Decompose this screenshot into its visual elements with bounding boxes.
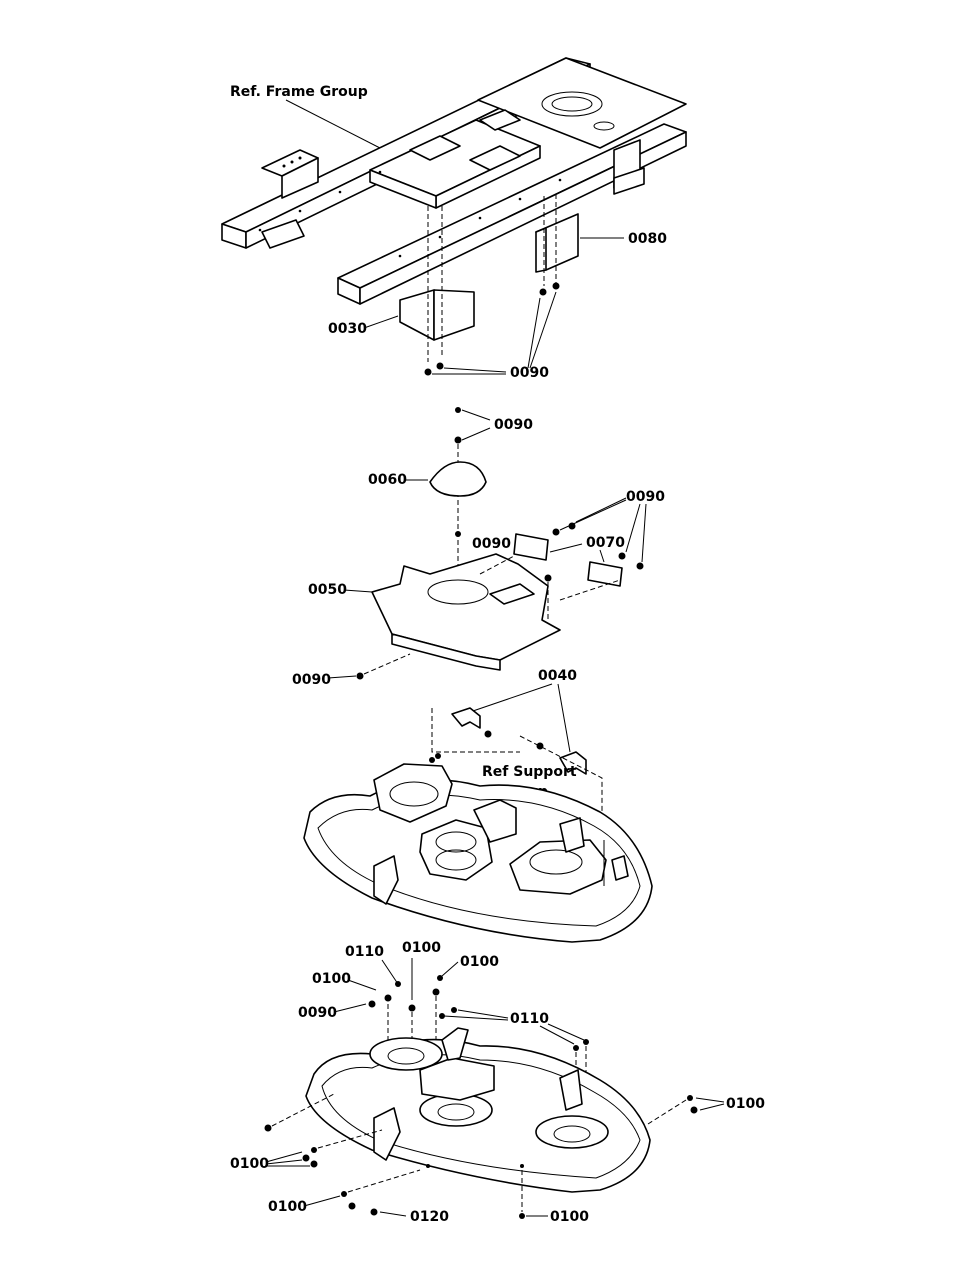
frame-assembly bbox=[221, 57, 687, 305]
label-0100-a: 0100 bbox=[402, 940, 441, 956]
label-0040: 0040 bbox=[538, 668, 577, 684]
label-0090-top: 0090 bbox=[510, 365, 549, 381]
rail-holes bbox=[258, 170, 562, 258]
part-0070-plate-b bbox=[587, 561, 623, 587]
label-0100-e: 0100 bbox=[268, 1199, 307, 1215]
label-0030: 0030 bbox=[328, 321, 367, 337]
part-0050-cover bbox=[371, 553, 561, 671]
label-ref-frame-group: Ref. Frame Group bbox=[230, 84, 368, 100]
part-0080-bracket bbox=[535, 213, 579, 273]
label-0090-b: 0090 bbox=[472, 536, 511, 552]
label-0110-a: 0110 bbox=[345, 944, 384, 960]
label-0100-g: 0100 bbox=[550, 1209, 589, 1225]
label-0100-d: 0100 bbox=[230, 1156, 269, 1172]
label-0100-c: 0100 bbox=[312, 971, 351, 987]
label-0090-d: 0090 bbox=[292, 672, 331, 688]
label-ref-support-1: Ref Support bbox=[482, 764, 577, 780]
label-0070: 0070 bbox=[586, 535, 625, 551]
part-0030-bracket bbox=[399, 289, 475, 341]
label-0090-a: 0090 bbox=[494, 417, 533, 433]
part-0070-plate-a bbox=[513, 533, 549, 561]
label-0120: 0120 bbox=[410, 1209, 449, 1225]
label-0100-f: 0100 bbox=[726, 1096, 765, 1112]
label-0110-b: 0110 bbox=[510, 1011, 549, 1027]
part-0060-plate bbox=[429, 461, 487, 497]
label-0060: 0060 bbox=[368, 472, 407, 488]
label-0090-e: 0090 bbox=[298, 1005, 337, 1021]
label-0080: 0080 bbox=[628, 231, 667, 247]
deck-assembly-lower bbox=[305, 1027, 651, 1193]
part-0040-clip-a bbox=[451, 707, 481, 729]
label-0050: 0050 bbox=[308, 582, 347, 598]
label-0090-c: 0090 bbox=[626, 489, 665, 505]
deck-assembly-upper bbox=[303, 753, 653, 943]
label-0100-b: 0100 bbox=[460, 954, 499, 970]
